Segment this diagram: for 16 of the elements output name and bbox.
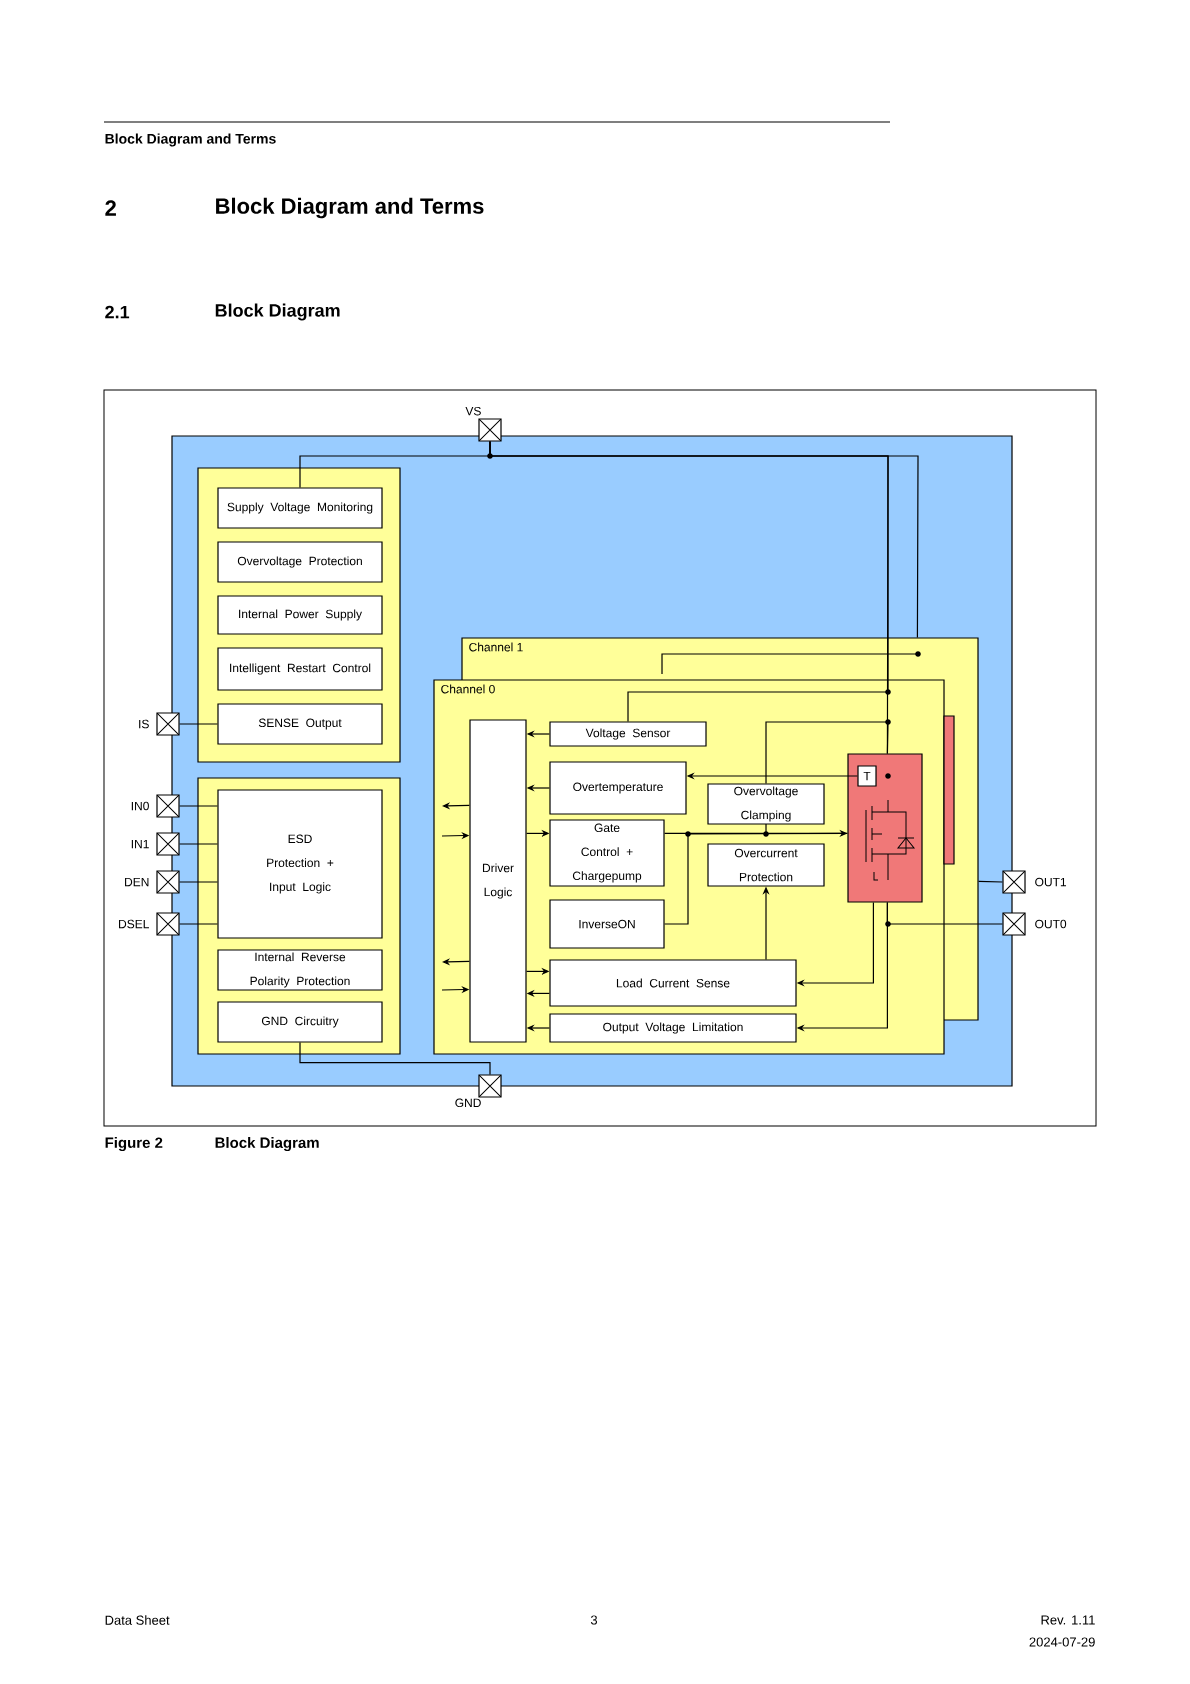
connector [179,805,218,807]
section-heading: Block Diagram and Terms [216,197,484,219]
connector [299,1042,491,1075]
connector [179,843,218,845]
power-switch [943,715,955,865]
connector [664,832,848,925]
section-number: 2 [105,200,116,216]
connector [179,723,218,725]
connector [765,721,889,784]
connector [179,923,218,925]
section-number: 2.1 [105,305,130,319]
section-heading: Block Diagram [215,303,340,321]
power-switch [847,753,923,903]
connector [978,880,1003,883]
connector [886,902,1003,925]
connector [179,881,218,883]
